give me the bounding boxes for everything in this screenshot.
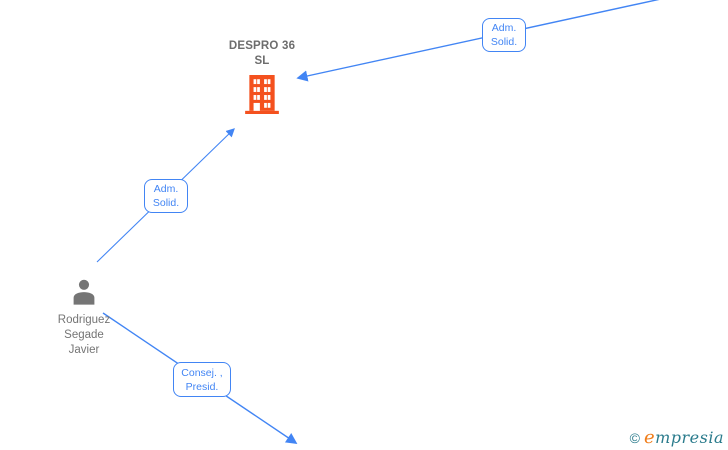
edge-label-consej-presid[interactable]: Consej. , Presid. — [173, 362, 231, 397]
empresia-wordmark: empresia — [643, 427, 724, 448]
edge-label-line: Consej. , — [181, 366, 223, 379]
company-name: DESPRO 36 SL — [202, 39, 322, 69]
edge-label-line: Presid. — [185, 380, 219, 393]
empresia-logo: © empresia — [630, 427, 724, 448]
building-icon — [245, 75, 279, 114]
edge-label-adm-solid-top[interactable]: Adm. Solid. — [482, 18, 526, 52]
person-name-line3: Javier — [68, 344, 100, 356]
edge-label-line: Adm. — [491, 22, 517, 34]
edge-label-line: Solid. — [152, 197, 180, 209]
person-name: Rodriguez Segade Javier — [24, 313, 144, 358]
edge-label-line: Solid. — [490, 36, 518, 48]
person-node[interactable]: Rodriguez Segade Javier — [24, 276, 144, 358]
person-name-line1: Rodriguez — [57, 314, 111, 326]
company-node[interactable]: DESPRO 36 SL — [202, 39, 322, 119]
edge-label-line: Adm. — [153, 183, 179, 195]
copyright-icon: © — [629, 429, 640, 446]
person-name-line2: Segade — [64, 329, 104, 341]
company-name-line2: SL — [254, 55, 270, 67]
company-name-line1: DESPRO 36 — [228, 40, 296, 52]
person-icon — [68, 276, 100, 308]
edge-label-adm-solid-middle[interactable]: Adm. Solid. — [144, 179, 188, 213]
